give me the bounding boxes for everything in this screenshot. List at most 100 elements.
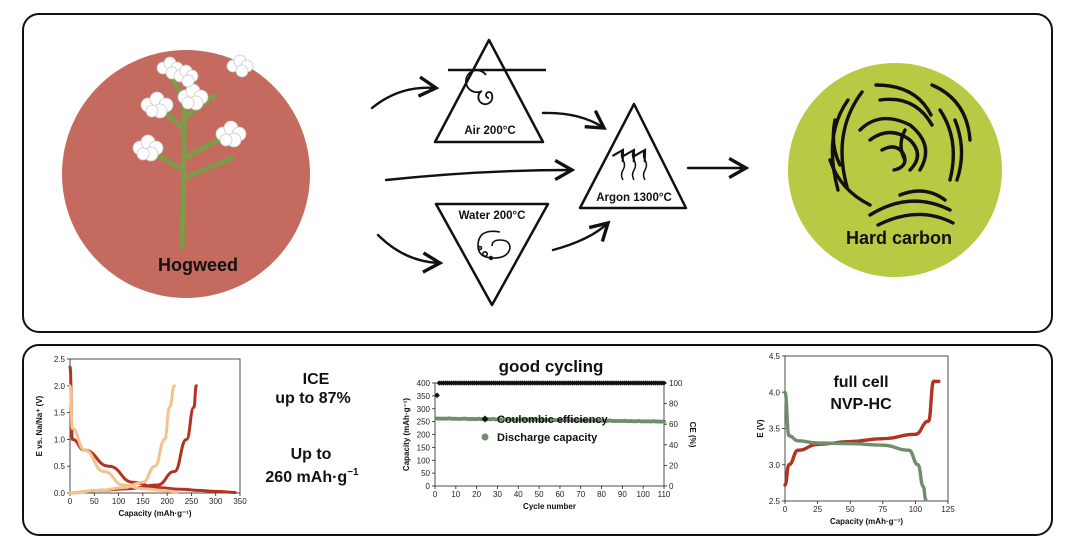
cap-line2-group: 260 mAh·g−1 (265, 467, 359, 486)
x-tick-label: 80 (597, 490, 606, 499)
ce-point-first (434, 392, 440, 399)
voltage-curve-1 (68, 365, 237, 494)
hard-carbon-structure-icon (828, 83, 972, 227)
arrow-to-air (370, 75, 440, 110)
y-axis-label: E vs. Na/Na⁺ (V) (35, 395, 44, 456)
x-tick-label: 90 (618, 490, 627, 499)
argon-step: Argon 1300°C (578, 102, 688, 210)
x-tick-label: 30 (493, 490, 502, 499)
y2-axis-label: CE (%) (688, 422, 697, 448)
x-tick-label: 50 (846, 505, 855, 514)
ice-line2: up to 87% (275, 390, 351, 407)
y-tick-label: 300 (417, 405, 431, 414)
x-tick-label: 100 (909, 505, 923, 514)
voltage-curve-4 (68, 384, 176, 495)
spiral-icon (465, 69, 494, 106)
fullcell-curve-1 (783, 379, 941, 487)
x-tick-label: 0 (433, 490, 438, 499)
y-tick-label: 150 (417, 443, 431, 452)
water-swirl-icon (477, 230, 511, 261)
y-tick-label: 2.0 (54, 382, 66, 391)
y-axis-label: E (V) (756, 419, 765, 438)
cycling-title: good cycling (499, 357, 604, 376)
heat-arrows-icon (611, 148, 648, 181)
arrow-water-to-argon (551, 220, 611, 252)
y-tick-label: 4.0 (769, 388, 781, 397)
y-tick-label: 1.0 (54, 435, 66, 444)
cap-line1: Up to (291, 446, 332, 463)
cap-line2: 260 mAh·g (265, 469, 347, 486)
water-label: Water 200°C (459, 210, 526, 222)
x-tick-label: 20 (472, 490, 481, 499)
x-tick-label: 25 (813, 505, 822, 514)
process-arrows (370, 75, 750, 274)
y2-tick-label: 0 (669, 482, 674, 491)
y2-tick-label: 60 (669, 420, 678, 429)
y-tick-label: 2.5 (54, 355, 66, 364)
water-triangle (434, 202, 550, 307)
water-step: Water 200°C (434, 202, 550, 307)
fullcell-line1: full cell (833, 374, 888, 391)
y-tick-label: 100 (417, 456, 431, 465)
x-tick-label: 150 (136, 497, 150, 506)
hardcarbon-label: Hard carbon (846, 228, 952, 248)
legend-dc-marker (481, 433, 489, 441)
x-tick-label: 50 (535, 490, 544, 499)
y2-tick-label: 80 (669, 400, 678, 409)
x-tick-label: 350 (233, 497, 247, 506)
y-tick-label: 0.0 (54, 489, 66, 498)
hogweed-circle (62, 50, 310, 298)
x-tick-label: 0 (68, 497, 73, 506)
x-tick-label: 50 (90, 497, 99, 506)
legend-ce-marker (481, 415, 489, 423)
cap-sup: −1 (347, 467, 359, 478)
plot-frame (69, 358, 241, 494)
y-tick-label: 0.5 (54, 462, 66, 471)
y2-tick-label: 100 (669, 379, 683, 388)
x-tick-label: 0 (783, 505, 788, 514)
y-tick-label: 350 (417, 392, 431, 401)
x-tick-label: 10 (451, 490, 460, 499)
arrow-to-water (376, 233, 444, 274)
x-tick-label: 40 (514, 490, 523, 499)
x-axis-label: Capacity (mAh·g⁻¹) (830, 517, 903, 526)
ce-point (661, 380, 667, 386)
discharge-point (662, 419, 666, 424)
y-tick-label: 250 (417, 418, 431, 427)
y-tick-label: 4.5 (769, 352, 781, 361)
fullcell-line2: NVP-HC (830, 396, 892, 413)
y2-tick-label: 40 (669, 441, 678, 450)
air-label: Air 200°C (464, 125, 515, 137)
bottom-panel (22, 344, 1053, 536)
x-tick-label: 75 (878, 505, 887, 514)
y-tick-label: 1.5 (54, 409, 66, 418)
air-step: Air 200°C (433, 38, 546, 144)
ice-line1: ICE (303, 371, 330, 388)
x-tick-label: 110 (658, 490, 671, 499)
x-tick-label: 70 (576, 490, 585, 499)
y-tick-label: 200 (417, 431, 431, 440)
y-tick-label: 400 (417, 379, 431, 388)
x-axis-label: Cycle number (523, 502, 576, 511)
y-tick-label: 2.5 (769, 497, 781, 506)
arrow-to-argon-direct (384, 158, 576, 182)
x-tick-label: 200 (160, 497, 174, 506)
fullcell-curve-2 (783, 390, 928, 502)
hogweed-flowers (132, 54, 254, 162)
x-tick-label: 125 (941, 505, 955, 514)
voltage-curve-3 (68, 384, 179, 494)
y-tick-label: 3.0 (769, 461, 781, 470)
y2-tick-label: 20 (669, 461, 678, 470)
air-triangle (433, 38, 545, 144)
arrow-air-to-argon (541, 109, 607, 130)
y-tick-label: 50 (421, 469, 430, 478)
argon-label: Argon 1300°C (596, 192, 672, 204)
legend-ce-label: Coulombic efficiency (497, 414, 609, 426)
y-tick-label: 0 (426, 482, 431, 491)
x-axis-label: Capacity (mAh·g⁻¹) (118, 509, 191, 518)
legend-dc-label: Discharge capacity (497, 432, 598, 444)
y-axis-label: Capacity (mAh·g⁻¹) (402, 398, 411, 471)
